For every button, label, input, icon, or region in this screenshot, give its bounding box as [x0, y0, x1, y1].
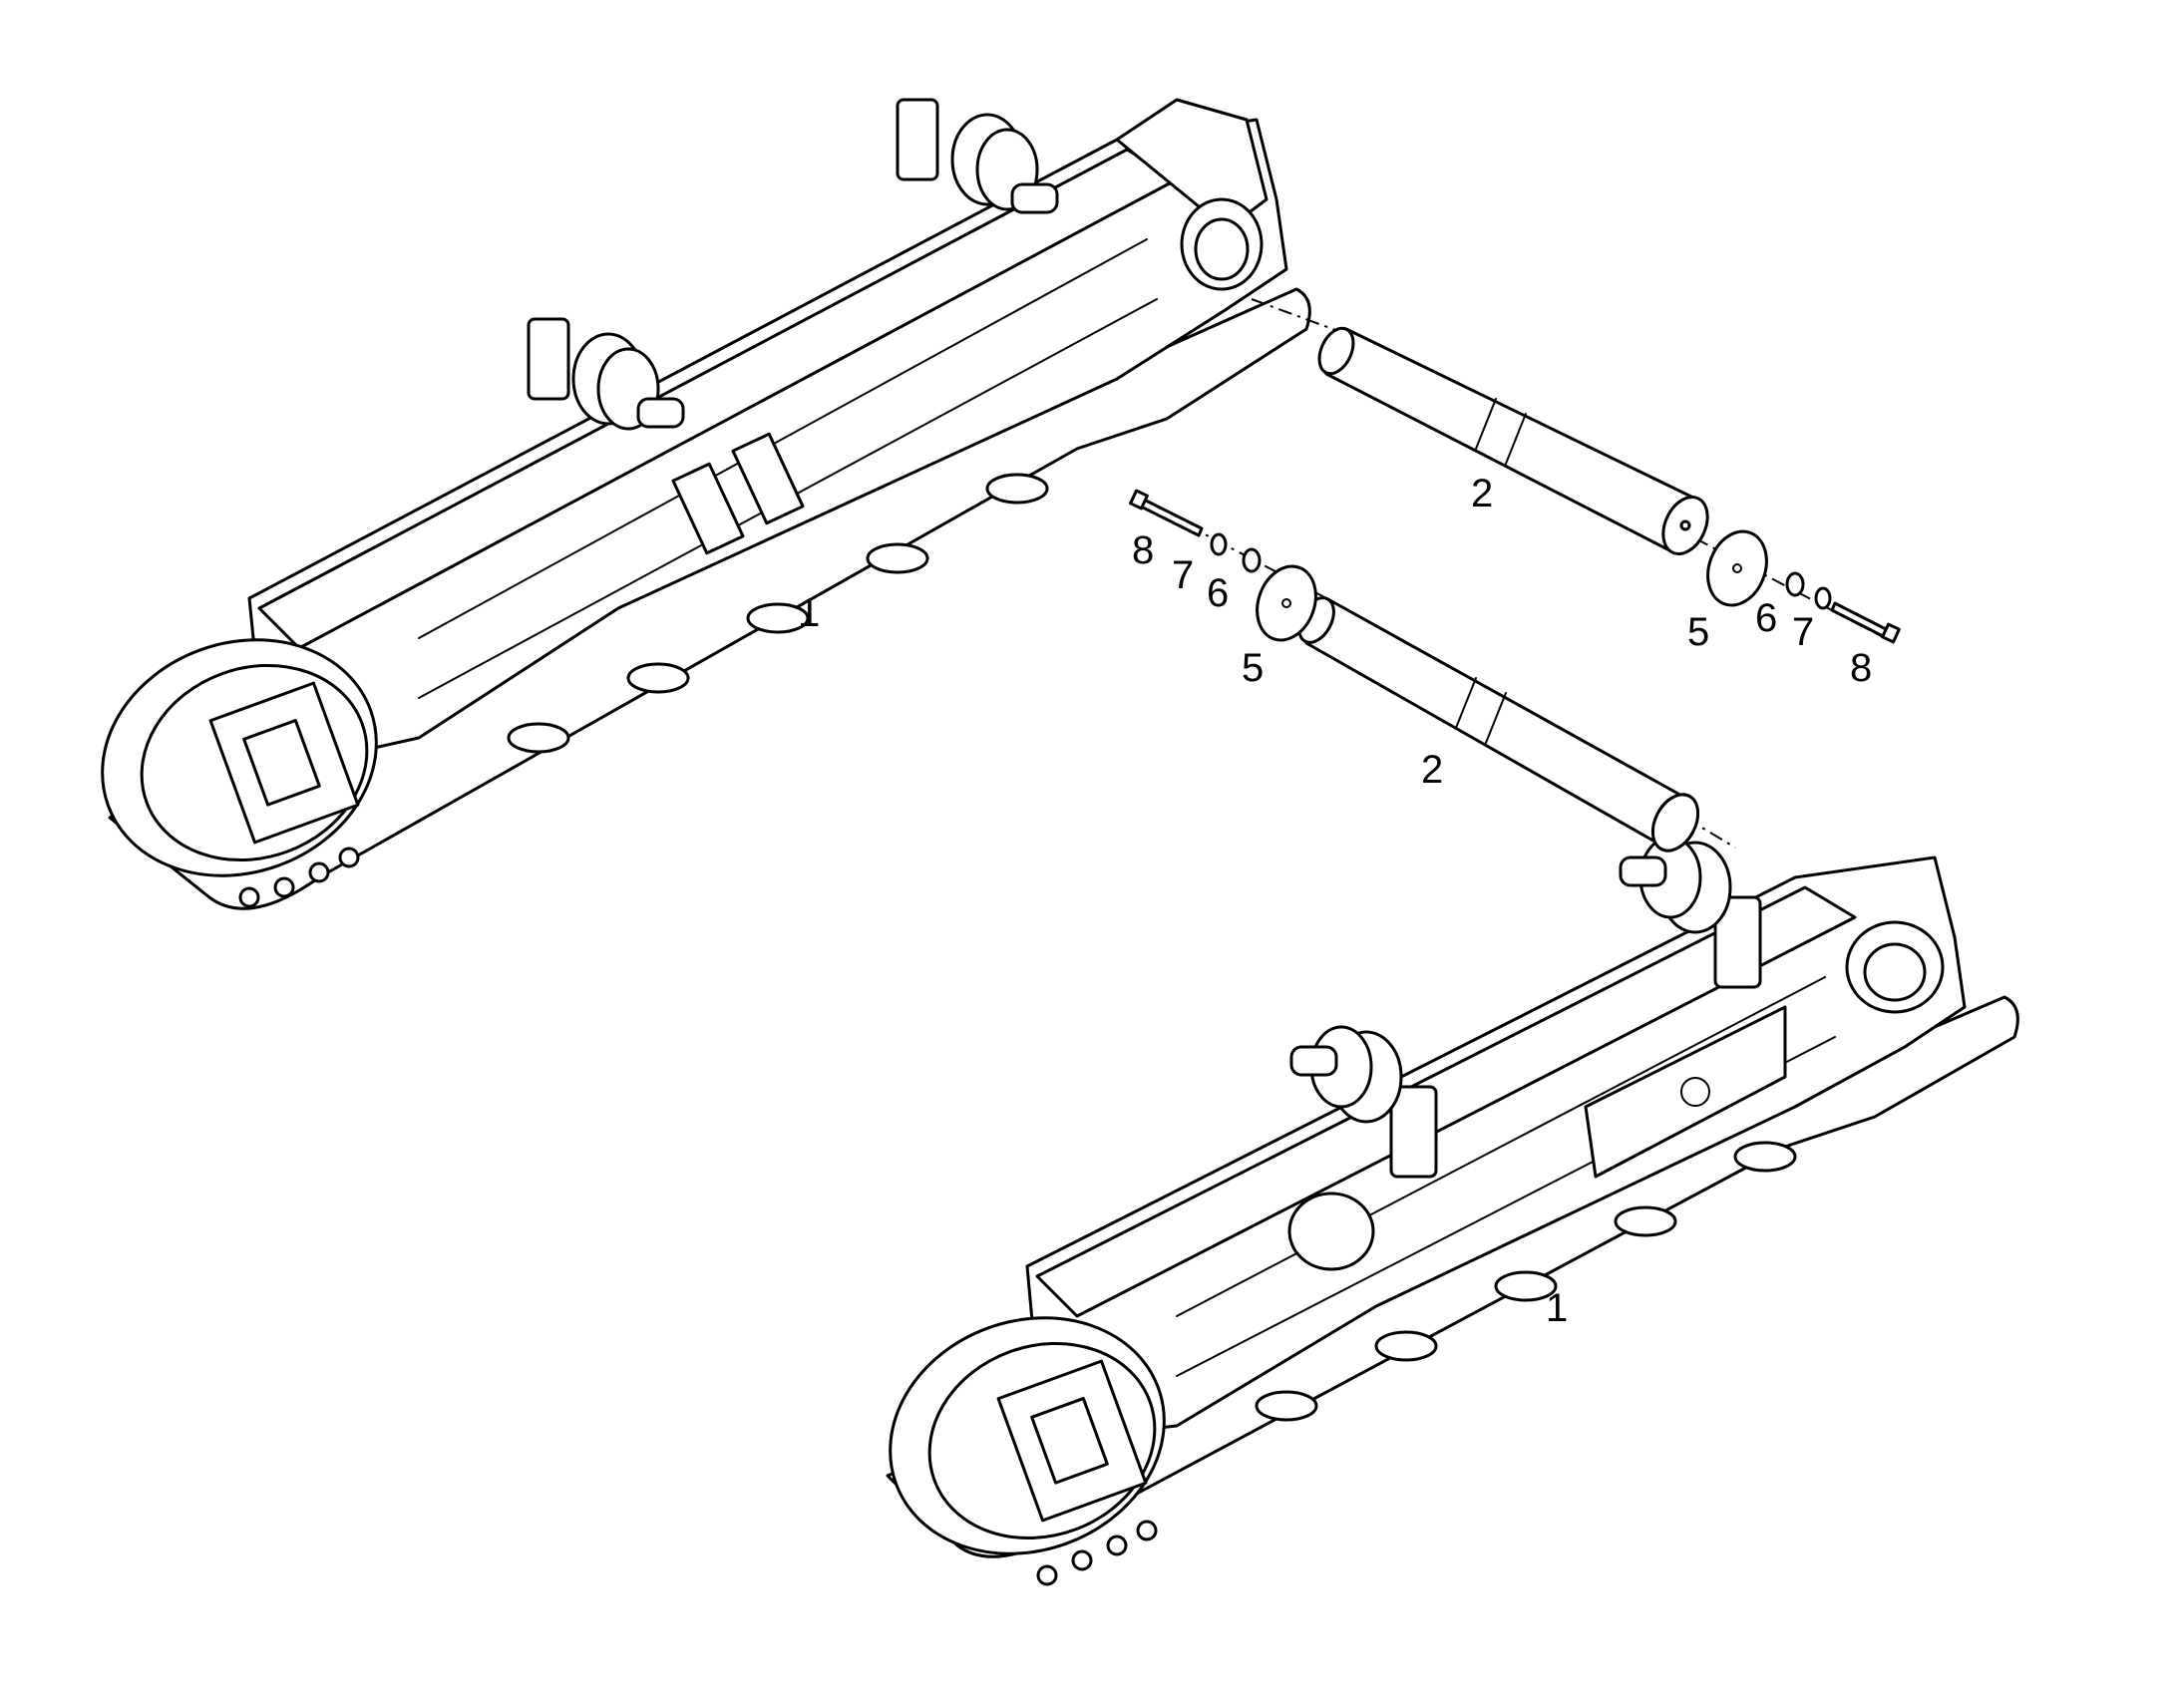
- pivot-spring-upper-rear: [896, 98, 1059, 214]
- callout-cap-left: 5: [1242, 646, 1264, 690]
- callout-cap-right: 5: [1687, 610, 1709, 654]
- callout-bolt-left: 8: [1132, 528, 1154, 572]
- track-frame-lower: [886, 836, 2019, 1586]
- cap-right: [1706, 529, 1768, 607]
- lockwasher-right: [1814, 586, 1832, 610]
- centerline-upper: [1251, 298, 1347, 335]
- cap-left: [1256, 564, 1317, 642]
- callout-bolt-right: 8: [1850, 646, 1872, 690]
- lockwasher-left: [1210, 532, 1228, 556]
- shaft-upper: [1317, 326, 1709, 555]
- washer-left: [1242, 547, 1262, 573]
- callout-frame-upper: 1: [798, 591, 820, 635]
- bolt-right: [1830, 601, 1901, 644]
- callout-washer-right: 6: [1755, 596, 1777, 640]
- callout-shaft-upper: 2: [1471, 472, 1493, 515]
- callout-washer-left: 6: [1207, 571, 1229, 615]
- pivot-spring-lower-front: [1289, 1025, 1438, 1179]
- bolt-left: [1129, 489, 1204, 537]
- callout-frame-lower: 1: [1546, 1286, 1568, 1330]
- washer-right: [1785, 571, 1805, 597]
- shaft-lower: [1297, 596, 1700, 853]
- pivot-spring-lower-rear: [1619, 836, 1762, 989]
- callout-shaft-lower: 2: [1421, 748, 1443, 792]
- pivot-spring-upper-front: [527, 317, 685, 431]
- callout-lockwasher-right: 7: [1792, 610, 1814, 654]
- callout-lockwasher-left: 7: [1172, 553, 1194, 597]
- track-frame-upper: [101, 98, 1311, 910]
